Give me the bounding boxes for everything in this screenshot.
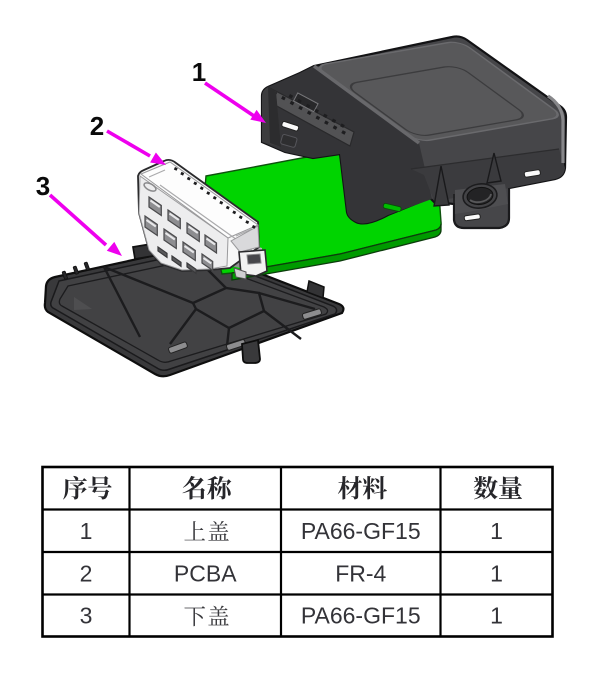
svg-text:1: 1 [490,518,503,544]
svg-text:PA66-GF15: PA66-GF15 [301,603,421,629]
svg-text:PCBA: PCBA [174,560,237,586]
svg-text:3: 3 [80,603,93,629]
svg-text:3: 3 [36,171,50,201]
svg-text:2: 2 [80,560,93,586]
svg-text:PA66-GF15: PA66-GF15 [301,518,421,544]
svg-text:1: 1 [490,603,503,629]
svg-text:2: 2 [90,111,104,141]
svg-text:1: 1 [490,560,503,586]
svg-text:1: 1 [80,518,93,544]
svg-text:1: 1 [192,57,206,87]
svg-text:FR-4: FR-4 [335,560,386,586]
